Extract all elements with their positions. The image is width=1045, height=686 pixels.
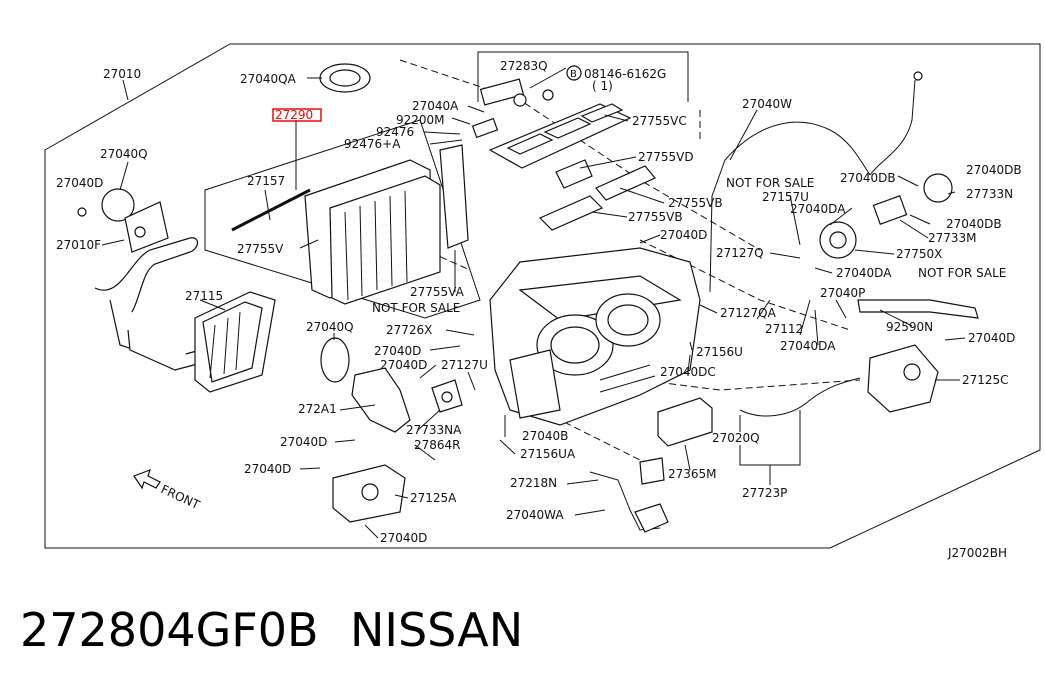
bolt-b-icon: B (566, 65, 582, 81)
label-27020q: 27020Q (712, 431, 760, 445)
label-27755vc: 27755VC (632, 114, 687, 128)
label-27755vb-b: 27755VB (628, 210, 683, 224)
bracket-27365m (657, 397, 713, 447)
label-92476a: 92476+A (344, 137, 401, 151)
assembly-frame (44, 43, 1041, 549)
label-27127u: 27127U (441, 358, 488, 372)
label-27283q: 27283Q (500, 59, 548, 73)
label-27040b: 27040B (522, 429, 568, 443)
label-27733na: 27733NA (406, 423, 462, 437)
label-27040db-c: 27040DB (946, 217, 1002, 231)
label-27040w: 27040W (742, 97, 792, 111)
label-272a1: 272A1 (298, 402, 337, 416)
diagram-code: J27002BH (947, 546, 1007, 560)
blower-motor (819, 221, 857, 259)
label-27040qa: 27040QA (240, 72, 297, 86)
label-27040da-b: 27040DA (836, 266, 892, 280)
label-27040db-a: 27040DB (840, 171, 896, 185)
actuator-27733n (872, 173, 953, 225)
label-27040q-mid: 27040Q (306, 320, 354, 334)
label-qty-1: ( 1) (592, 79, 613, 93)
label-27125c: 27125C (962, 373, 1009, 387)
label-27040db-b: 27040DB (966, 163, 1022, 177)
label-front: FRONT (159, 482, 203, 512)
label-92200m: 92200M (396, 113, 445, 127)
label-27040d-right: 27040D (968, 331, 1015, 345)
label-27755va: 27755VA (410, 285, 465, 299)
connector-group-frame (477, 51, 689, 102)
hose-92590n (857, 299, 979, 319)
hvac-main-case (489, 247, 701, 426)
label-27040d-left: 27040D (56, 176, 103, 190)
grommet-27040qa (319, 63, 371, 93)
label-not-for-sale-3: NOT FOR SALE (918, 266, 1006, 280)
harness-27723p (739, 377, 861, 417)
label-27040da-c: 27040DA (780, 339, 836, 353)
label-27127qa: 27127QA (720, 306, 777, 320)
label-27733n: 27733N (966, 187, 1013, 201)
highlight-box (272, 108, 322, 122)
part-labels: 27010 27040QA 27283Q B 08146-6162G ( 1) … (56, 59, 1022, 560)
leader-lines (101, 67, 966, 539)
label-27125a: 27125A (410, 491, 457, 505)
label-27040da-a: 27040DA (790, 202, 846, 216)
label-27040d-e: 27040D (280, 435, 327, 449)
label-27040d-bottom: 27040D (380, 531, 427, 545)
label-27040d-c: 27040D (374, 344, 421, 358)
label-92590n: 92590N (886, 320, 933, 334)
evaporator (231, 144, 469, 305)
label-27115: 27115 (185, 289, 223, 303)
label-27040dc: 27040DC (660, 365, 716, 379)
actuator-27125a (332, 464, 406, 523)
heater-core (194, 291, 276, 393)
label-27723p: 27723P (742, 486, 787, 500)
label-27010: 27010 (103, 67, 141, 81)
brand-caption: NISSAN (350, 603, 523, 657)
heater-core-pipes (94, 237, 206, 371)
label-27040d-f: 27040D (244, 462, 291, 476)
label-27040p: 27040P (820, 286, 865, 300)
label-27157u: 27157U (762, 190, 809, 204)
front-arrow (133, 468, 161, 490)
label-27864r: 27864R (414, 438, 461, 452)
label-27040q-top: 27040Q (100, 147, 148, 161)
label-27156ua: 27156UA (520, 447, 576, 461)
label-27040d-mid: 27040D (660, 228, 707, 242)
label-27040d-d: 27040D (380, 358, 427, 372)
expansion-valve (471, 78, 554, 139)
label-27755vd: 27755VD (638, 150, 694, 164)
label-27755vb-a: 27755VB (668, 196, 723, 210)
label-27156u: 27156U (696, 345, 743, 359)
harness-27040wa (589, 457, 669, 533)
label-27040wa: 27040WA (506, 508, 564, 522)
actuator-27733na (431, 379, 463, 413)
label-08146-6162g: 08146-6162G (584, 67, 666, 81)
label-27157: 27157 (247, 174, 285, 188)
actuator-27125c (867, 344, 939, 413)
duct-272a1 (320, 337, 411, 433)
label-27755v: 27755V (237, 242, 284, 256)
label-not-for-sale-1: NOT FOR SALE (372, 301, 460, 315)
label-27112: 27112 (765, 322, 803, 336)
label-27127q: 27127Q (716, 246, 764, 260)
label-27040a: 27040A (412, 99, 459, 113)
label-27733m: 27733M (928, 231, 977, 245)
svg-text:B: B (570, 69, 577, 80)
actuator-27010f (77, 188, 169, 253)
label-27218n: 27218N (510, 476, 557, 490)
part-number-caption: 272804GF0B (20, 603, 319, 657)
evaporator-group-frame (204, 119, 481, 319)
label-27365m: 27365M (668, 467, 717, 481)
label-27290-highlighted: 27290 (275, 108, 313, 122)
label-not-for-sale-2: NOT FOR SALE (726, 176, 814, 190)
label-27726x: 27726X (386, 323, 432, 337)
label-92476: 92476 (376, 125, 414, 139)
label-27010f: 27010F (56, 238, 101, 252)
label-27750x: 27750X (896, 247, 942, 261)
intake-grilles (488, 103, 656, 231)
